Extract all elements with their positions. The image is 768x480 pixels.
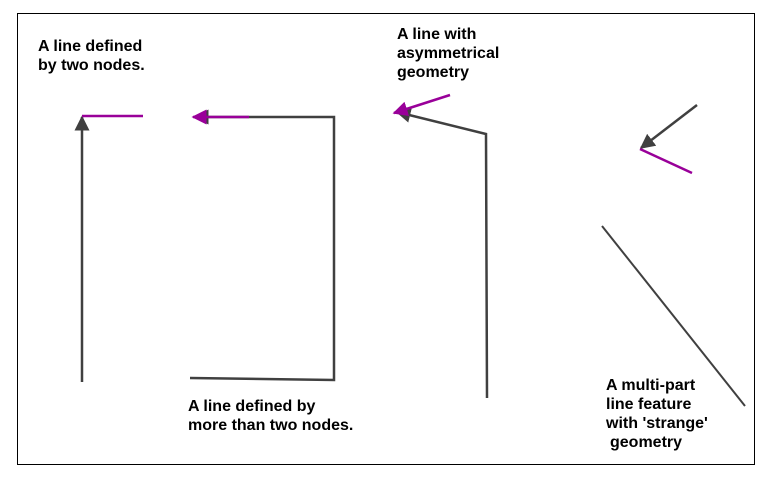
multi-node-line	[189, 109, 336, 382]
label-asymmetrical: A line with asymmetrical geometry	[397, 26, 500, 81]
label-multi-nodes: A line defined by more than two nodes.	[188, 398, 354, 434]
diagram-frame	[17, 13, 755, 465]
multipart-highlight-segment	[639, 147, 693, 175]
asymmetrical-line	[395, 107, 489, 399]
multipart-line-lower	[601, 225, 746, 407]
label-multipart: A multi-part line feature with 'strange'…	[606, 377, 708, 451]
asymmetrical-highlight-segment	[392, 93, 451, 117]
label-two-nodes: A line defined by two nodes.	[38, 38, 145, 74]
multipart-line-upper	[639, 104, 698, 149]
